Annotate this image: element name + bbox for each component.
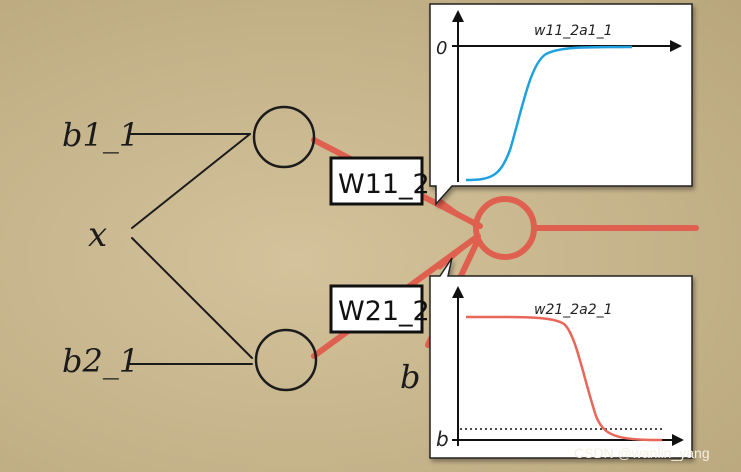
bottom-plot-axis-label: b	[436, 427, 449, 451]
x-to-hidden2-line	[131, 237, 253, 359]
top-plot-panel: 0 w11_2a1_1	[429, 3, 693, 206]
top-plot-title: w11_2a1_1	[534, 23, 613, 39]
bottom-plot-y-arrow-icon	[452, 286, 464, 298]
weight-box-w11: W11_2	[329, 156, 430, 206]
top-plot-axis-label: 0	[436, 38, 447, 59]
top-plot-background	[429, 3, 693, 206]
weight-label-w21: W21_2	[338, 296, 430, 327]
top-plot-x-arrow-icon	[670, 40, 682, 52]
bottom-plot-curve	[465, 315, 663, 442]
top-plot-feed-line	[438, 198, 480, 230]
bottom-plot-background	[429, 257, 693, 459]
top-plot-y-arrow-icon	[452, 10, 464, 22]
hidden-neuron-1	[252, 105, 316, 169]
bottom-plot-x-arrow-icon	[672, 434, 684, 446]
weight-box-w21: W21_2	[329, 284, 430, 334]
bottom-plot-feed-line	[438, 236, 478, 270]
b2-label: b2_1	[62, 342, 139, 380]
x-to-hidden1-line	[131, 133, 251, 229]
weight-label-w11: W11_2	[338, 169, 430, 200]
b1-label: b1_1	[62, 116, 139, 154]
top-plot-curve	[465, 45, 633, 182]
watermark-text: CSDN @wanlin_yang	[574, 445, 710, 461]
bottom-plot-panel: b w21_2a2_1	[429, 257, 693, 459]
input-connections	[129, 133, 253, 365]
x-label: x	[88, 215, 107, 255]
hidden-neuron-2	[254, 328, 318, 392]
bottom-plot-title: w21_2a2_1	[534, 302, 613, 318]
output-neuron	[473, 196, 537, 260]
output-bias-label: b	[400, 358, 420, 396]
